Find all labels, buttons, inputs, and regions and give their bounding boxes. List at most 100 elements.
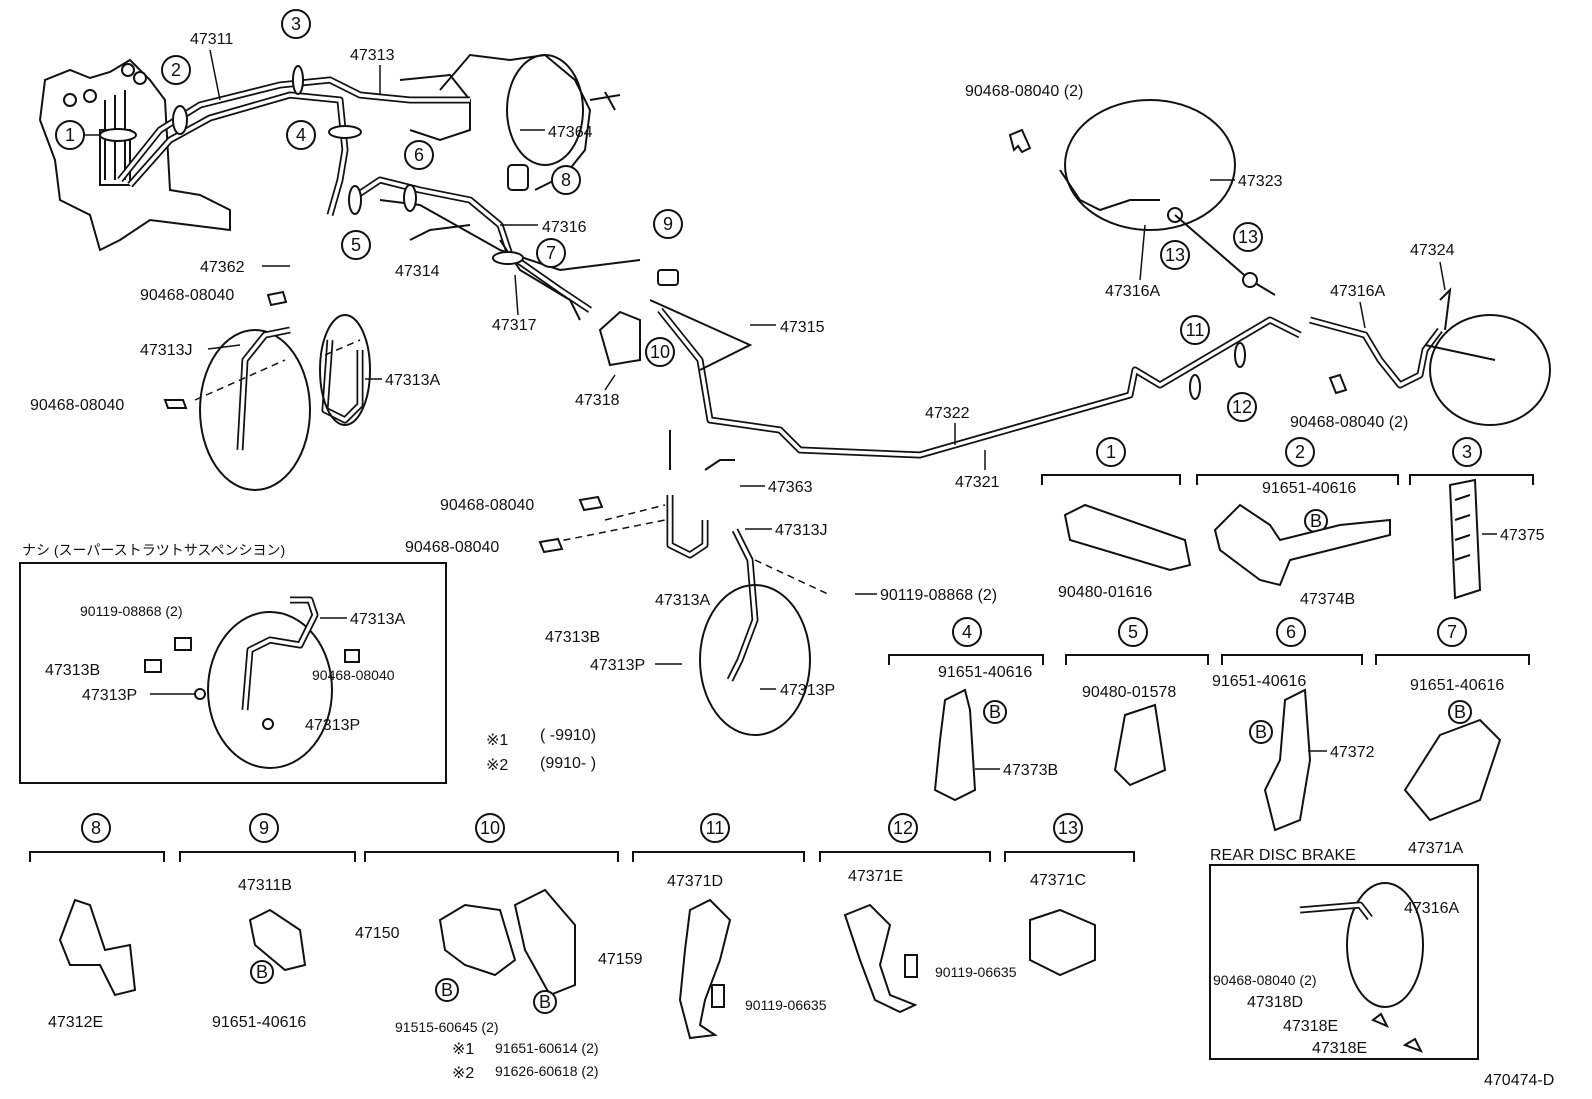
label-47313B: 47313B	[545, 629, 600, 646]
label-clip-d: 90468-08040	[405, 539, 499, 556]
hose-47313J-left	[236, 326, 291, 451]
detail-12: 12 47371E 90119-06635	[819, 813, 1017, 1014]
master-cylinder-assembly	[38, 53, 621, 252]
detail-5: 5 90480-01578	[1065, 617, 1209, 787]
callout-3: 3	[291, 14, 301, 34]
bolt-icon	[144, 659, 162, 673]
svg-text:B: B	[1454, 702, 1466, 722]
middle-rotor-outline	[699, 584, 811, 736]
note-1-text: ( -9910)	[540, 727, 596, 744]
clip-icon	[1328, 373, 1348, 395]
rear-disc-bolt: 47318D	[1247, 994, 1303, 1011]
detail-6-part: 47372	[1330, 744, 1375, 761]
svg-text:10: 10	[480, 818, 500, 838]
label-47314: 47314	[395, 263, 440, 280]
label-47316A-b: 47316A	[1330, 283, 1385, 300]
detail-8: 8 47312E	[29, 813, 165, 1031]
svg-text:90119-06635: 90119-06635	[745, 997, 827, 1013]
label-47315: 47315	[780, 319, 825, 336]
bolt-icon	[711, 984, 725, 1008]
svg-text:91651-40616: 91651-40616	[1262, 480, 1356, 497]
svg-text:13: 13	[1058, 818, 1078, 838]
label-47363: 47363	[768, 479, 813, 496]
svg-text:B: B	[1255, 722, 1267, 742]
callout-1: 1	[65, 125, 75, 145]
callout-13b: 13	[1238, 227, 1258, 247]
inset-bolt-label: 90119-08868 (2)	[80, 603, 182, 619]
label-47313J-mid: 47313J	[775, 522, 828, 539]
svg-text:B: B	[539, 992, 551, 1012]
rear-disc-brake-inset: REAR DISC BRAKE 47316A 90468-08040 (2) 4…	[1209, 847, 1479, 1060]
label-47313P-b: 47313P	[780, 682, 835, 699]
detail-11-part: 47371D	[667, 873, 723, 890]
svg-text:9: 9	[259, 818, 269, 838]
detail-9: 9 47311B B 91651-40616	[179, 813, 356, 1031]
left-front-rotor-outline	[199, 329, 311, 491]
label-47313J-left: 47313J	[140, 342, 193, 359]
callout-13a: 13	[1165, 245, 1185, 265]
label-clip-f: 90468-08040 (2)	[1290, 414, 1408, 431]
svg-text:B: B	[1310, 511, 1322, 531]
bolt-icon	[174, 637, 192, 651]
svg-text:91651-40616: 91651-40616	[1212, 673, 1306, 690]
label-47323: 47323	[1238, 173, 1283, 190]
label-47313P-a: 47313P	[590, 657, 645, 674]
detail-7-part: 47371A	[1408, 840, 1463, 857]
svg-text:7: 7	[1447, 622, 1457, 642]
rear-disc-title: REAR DISC BRAKE	[1210, 847, 1356, 864]
label-47318: 47318	[575, 392, 620, 409]
detail-13-part: 47371C	[1030, 872, 1086, 889]
left-rear-ring	[319, 314, 371, 426]
detail-1-part: 90480-01616	[1058, 584, 1152, 601]
svg-text:8: 8	[91, 818, 101, 838]
main-part-labels: 47311 47313 47364 47316 47362 47314 9046…	[30, 31, 1455, 699]
svg-text:B: B	[441, 980, 453, 1000]
label-clip-e: 90468-08040 (2)	[965, 83, 1083, 100]
callout-10: 10	[650, 342, 670, 362]
detail-11: 11 47371D 90119-06635	[632, 813, 827, 1040]
svg-text:91626-60618 (2): 91626-60618 (2)	[495, 1063, 599, 1079]
clip-icon	[344, 649, 360, 663]
label-47311: 47311	[190, 31, 233, 48]
svg-text:91651-40616: 91651-40616	[1410, 677, 1504, 694]
bolt-icon	[904, 954, 918, 978]
label-47362: 47362	[200, 259, 245, 276]
svg-text:5: 5	[1128, 622, 1138, 642]
note-2-text: (9910- )	[540, 755, 596, 772]
svg-text:※2: ※2	[452, 1065, 474, 1082]
svg-text:47159: 47159	[598, 951, 643, 968]
callout-7: 7	[546, 243, 556, 263]
inset-clip: 90468-08040	[312, 667, 395, 683]
detail-2-part: 47374B	[1300, 591, 1355, 608]
inset-hose-label: 47313A	[350, 611, 405, 628]
label-47313A-mid: 47313A	[655, 592, 710, 609]
callout-5: 5	[351, 235, 361, 255]
detail-12-part: 47371E	[848, 868, 903, 885]
label-47317: 47317	[492, 317, 537, 334]
detail-4-part: 47373B	[1003, 762, 1058, 779]
callout-11: 11	[1186, 320, 1205, 340]
detail-2: 2 91651-40616 B 47374B	[1196, 437, 1399, 608]
svg-text:91651-40616: 91651-40616	[212, 1014, 306, 1031]
svg-text:6: 6	[1286, 622, 1296, 642]
inset-title: ナシ (スーパーストラツトサスペンシヨン)	[22, 542, 285, 558]
svg-text:12: 12	[893, 818, 913, 838]
callout-6: 6	[414, 145, 424, 165]
svg-text:※1: ※1	[452, 1041, 474, 1058]
detail-3: 3 47375	[1409, 437, 1545, 600]
detail-5-part: 90480-01578	[1082, 684, 1176, 701]
clip-icon	[578, 495, 604, 512]
inset-47313P-b: 47313P	[305, 717, 360, 734]
clip-icons	[163, 128, 1348, 554]
rear-disc-e1: 47318E	[1283, 1018, 1338, 1035]
svg-text:2: 2	[1295, 442, 1305, 462]
diagram-id: 470474-D	[1484, 1072, 1554, 1089]
svg-text:47150: 47150	[355, 925, 400, 942]
callout-8: 8	[561, 170, 571, 190]
svg-text:91515-60645 (2): 91515-60645 (2)	[395, 1019, 499, 1035]
label-clip-c: 90468-08040	[440, 497, 534, 514]
clip-icon	[538, 537, 564, 554]
label-47321: 47321	[955, 474, 1000, 491]
detail-7: 7 91651-40616 B 47371A	[1375, 617, 1530, 857]
